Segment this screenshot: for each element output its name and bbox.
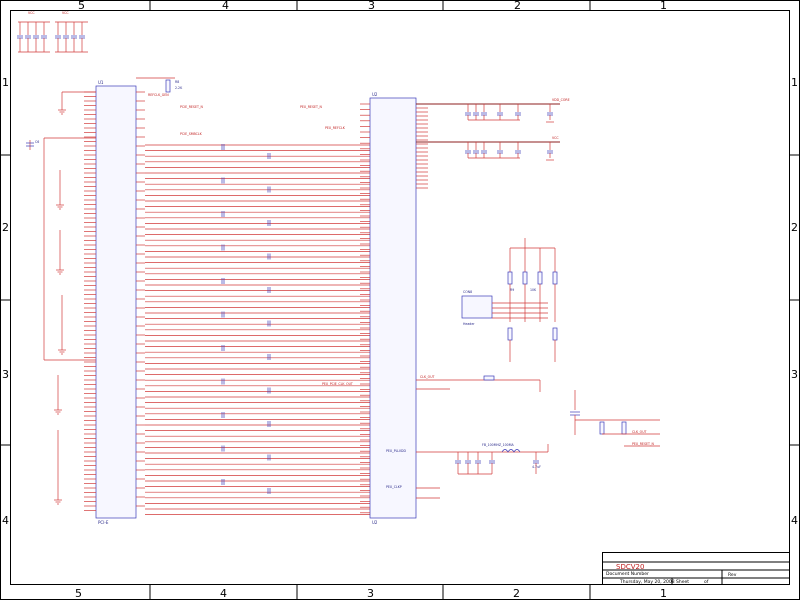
top-coord-3: 3 — [368, 0, 375, 12]
title-block: SDCV20 Document Number Rev Thursday, May… — [602, 552, 790, 585]
vcc-label-1: VCC — [28, 11, 35, 15]
resistor — [507, 271, 513, 285]
signal-rows: PCIE_RESET_N PCIE_SMBCLK PEX_RESET_N PEX… — [145, 105, 370, 515]
vcc-label-2: VCC — [62, 11, 69, 15]
title-block-of: of — [704, 579, 709, 585]
r8-value: 2.2K — [175, 86, 183, 90]
left-coord-1: 1 — [2, 76, 9, 89]
con8-refdes: CON8 — [463, 290, 472, 294]
ferrite-bead-label: FB_100MHZ_100MA — [482, 443, 514, 447]
title-block-rev: Rev — [728, 572, 737, 578]
u1-connector: U1 PCI-E — [84, 80, 145, 525]
left-power-wiring: C6 — [26, 91, 96, 505]
clock-out-nets: CLK_OUT PEX_PCIE_CLK_OUT — [322, 375, 541, 392]
pcie-clk-out: PEX_PCIE_CLK_OUT — [322, 382, 353, 386]
net-pex-reset: PEX_RESET_N — [300, 105, 323, 109]
r10-value: 10K — [530, 288, 537, 292]
right-coordinates: 1 2 3 4 — [790, 76, 800, 527]
net-ref-clk: REFCLK_GEN — [148, 93, 169, 97]
pll-filter: FB_100MHZ_100MA PEX_PLLVDD PEX_CLKP 4.7u… — [386, 443, 549, 499]
u2-refdes: U2 — [372, 92, 378, 97]
bottom-coord-2: 2 — [513, 587, 520, 600]
u1-refdes: U1 — [98, 80, 104, 85]
resistor — [507, 327, 513, 341]
right-coord-3: 3 — [791, 368, 798, 381]
top-right-decoupling: VDD_CORE VCC — [416, 98, 570, 161]
resistor-network: CON8 Header R9 10K — [461, 238, 558, 362]
u1-part-label: PCI-E — [98, 520, 109, 525]
top-coord-5: 5 — [78, 0, 85, 12]
bottom-coord-3: 3 — [367, 587, 374, 600]
top-left-decoupling-group: VCC VCC — [17, 11, 88, 53]
right-reset-circuit: CLK_OUT PEX_RESET_N — [570, 390, 660, 447]
bottom-coord-1: 1 — [660, 587, 667, 600]
pll-cap-value: 4.7uF — [532, 465, 541, 469]
u2-part-label: U2 — [372, 520, 378, 525]
vcc-right-label: VCC — [552, 136, 559, 140]
resistor — [537, 271, 543, 285]
left-coordinates: 1 2 3 4 — [0, 76, 10, 527]
r9-label: R9 — [510, 288, 514, 292]
title-block-docnum: Document Number — [606, 571, 649, 577]
net-smbus: PCIE_SMBCLK — [180, 132, 203, 136]
resistor — [522, 271, 528, 285]
title-block-date: Thursday, May 20, 2008 — [619, 579, 675, 585]
top-coord-1: 1 — [660, 0, 667, 12]
net-pcie-reset: PCIE_RESET_N — [180, 105, 204, 109]
top-coordinates: 5 4 3 2 1 — [78, 0, 667, 12]
left-coord-3: 3 — [2, 368, 9, 381]
net-clk-out: CLK_OUT — [420, 375, 435, 379]
top-coord-4: 4 — [222, 0, 229, 12]
clkp-pin-label: PEX_CLKP — [386, 485, 402, 489]
pll-pin-label: PEX_PLLVDD — [386, 449, 406, 453]
pex-clk-net: CLK_OUT — [632, 430, 647, 434]
title-block-title: SDCV20 — [616, 563, 644, 571]
pex-reset-net: PEX_RESET_N — [632, 442, 655, 446]
right-coord-4: 4 — [791, 514, 798, 527]
bottom-coordinates: 5 4 3 2 1 — [75, 585, 667, 600]
vdd-core-label: VDD_CORE — [552, 98, 570, 102]
right-coord-2: 2 — [791, 221, 798, 234]
net-pex-refclk: PEX_REFCLK — [325, 126, 346, 130]
bottom-coord-5: 5 — [75, 587, 82, 600]
resistor — [552, 271, 558, 285]
bottom-coord-4: 4 — [220, 587, 227, 600]
con8-sub: Header — [463, 322, 475, 326]
r8-refdes: R8 — [175, 80, 179, 84]
left-coord-4: 4 — [2, 514, 9, 527]
left-coord-2: 2 — [2, 221, 9, 234]
cap-c14-label: C6 — [35, 140, 39, 144]
top-coord-2: 2 — [514, 0, 521, 12]
resistor — [552, 327, 558, 341]
u2-chip: U2 U2 — [360, 92, 428, 525]
right-coord-1: 1 — [791, 76, 798, 89]
title-block-sheet: Sheet — [676, 579, 689, 585]
resistor-r8: R8 2.2K REFCLK_GEN — [136, 77, 183, 97]
inner-border — [10, 10, 790, 585]
